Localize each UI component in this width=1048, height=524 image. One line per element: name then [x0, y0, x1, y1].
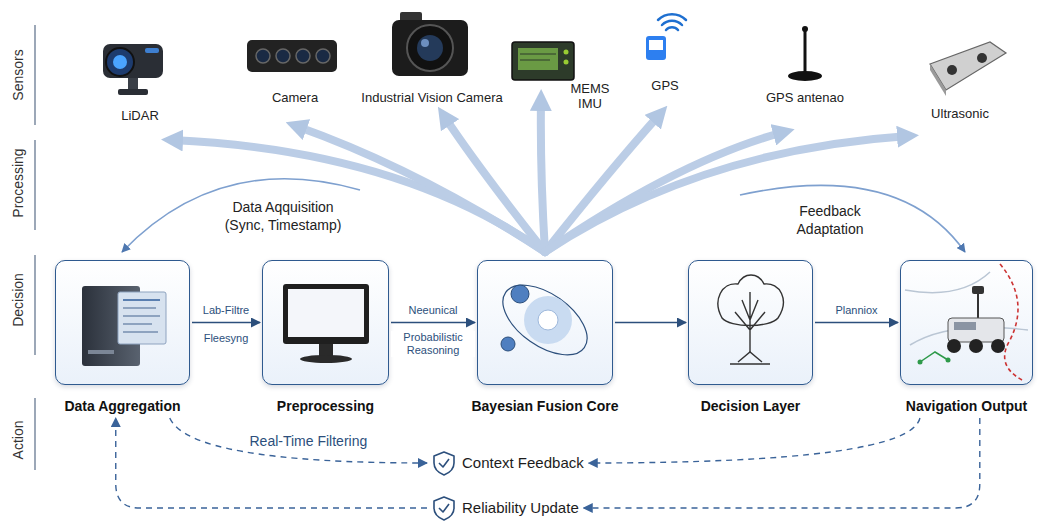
tree-icon: [718, 275, 783, 364]
process-step: Decision Layer: [688, 260, 813, 415]
process-box: [55, 260, 190, 385]
process-box: [900, 260, 1033, 385]
connector-note: Fleesyng: [202, 332, 251, 345]
feedback-connector: [584, 418, 980, 508]
process-box: [688, 260, 813, 385]
step-title: Bayesian Fusion Core: [471, 397, 618, 415]
flow-arrow: [391, 322, 475, 324]
map-robot-icon: [905, 264, 1028, 380]
connector-label: Neeunical: [407, 303, 460, 316]
step-title: Preprocessing: [277, 397, 374, 415]
axis-line: [34, 25, 35, 470]
gps-icon: [646, 14, 686, 60]
band-label: Action: [10, 421, 26, 460]
antenna-icon: [788, 26, 822, 81]
feedback-text: Context Feedback: [462, 451, 584, 475]
connector-note: Probabilistic Reasoning: [391, 331, 475, 357]
camera-icon: [247, 40, 337, 72]
band-label: Decision: [10, 273, 26, 327]
feedback-connector: [170, 418, 427, 463]
server-icon: [82, 286, 166, 366]
industrial-camera-icon: [392, 12, 468, 76]
band-label: Sensors: [10, 49, 26, 100]
feedback-item: Reliability Update: [432, 496, 579, 520]
shield-icon: [434, 452, 454, 520]
lidar-icon: [103, 44, 163, 95]
step-title: Navigation Output: [906, 397, 1027, 415]
process-step: Preprocessing: [262, 260, 389, 415]
sensor-label: Camera: [272, 90, 318, 105]
flow-arrow: [615, 322, 686, 324]
connector-label: Lab-Filtre: [201, 303, 251, 316]
processing-curve: [122, 179, 965, 252]
sensor-label: Ultrasonic: [931, 106, 989, 121]
sensor-label: GPS antenao: [766, 90, 844, 105]
flow-note: Data Aqquisition (Sync, Timestamp): [214, 198, 352, 234]
flow-note: Feedback Adaptation: [780, 202, 880, 238]
box-fill: [55, 260, 1033, 385]
process-box: [477, 260, 613, 385]
sensor-label: MEMS IMU: [567, 81, 613, 111]
sensor-fan-arrows: [172, 100, 908, 252]
flow-arrow: [815, 322, 898, 324]
feedback-connector: [589, 418, 920, 463]
sensor-label: Industrial Vision Camera: [361, 90, 502, 105]
process-box: [262, 260, 389, 385]
feedback-text: Reliability Update: [462, 496, 579, 520]
band-label: Processing: [10, 148, 26, 217]
sensor-label: GPS: [651, 78, 678, 93]
connector-label: Planniox: [833, 303, 879, 316]
monitor-icon: [283, 284, 369, 363]
step-title: Data Aggregation: [64, 397, 180, 415]
process-step: Data Aggregation: [55, 260, 190, 415]
process-step: Navigation Output: [900, 260, 1033, 415]
ultrasonic-icon: [930, 42, 1006, 96]
process-step: Bayesian Fusion Core: [471, 260, 618, 415]
flow-arrow: [192, 322, 260, 324]
feedback-connector: [116, 418, 427, 508]
sensor-label: LiDAR: [121, 108, 159, 123]
feedback-item: Context Feedback: [432, 451, 584, 475]
connector-label: Real-Time Filtering: [248, 433, 370, 450]
fusion-icon: [491, 271, 599, 369]
step-title: Decision Layer: [701, 397, 801, 415]
imu-icon: [512, 42, 574, 80]
